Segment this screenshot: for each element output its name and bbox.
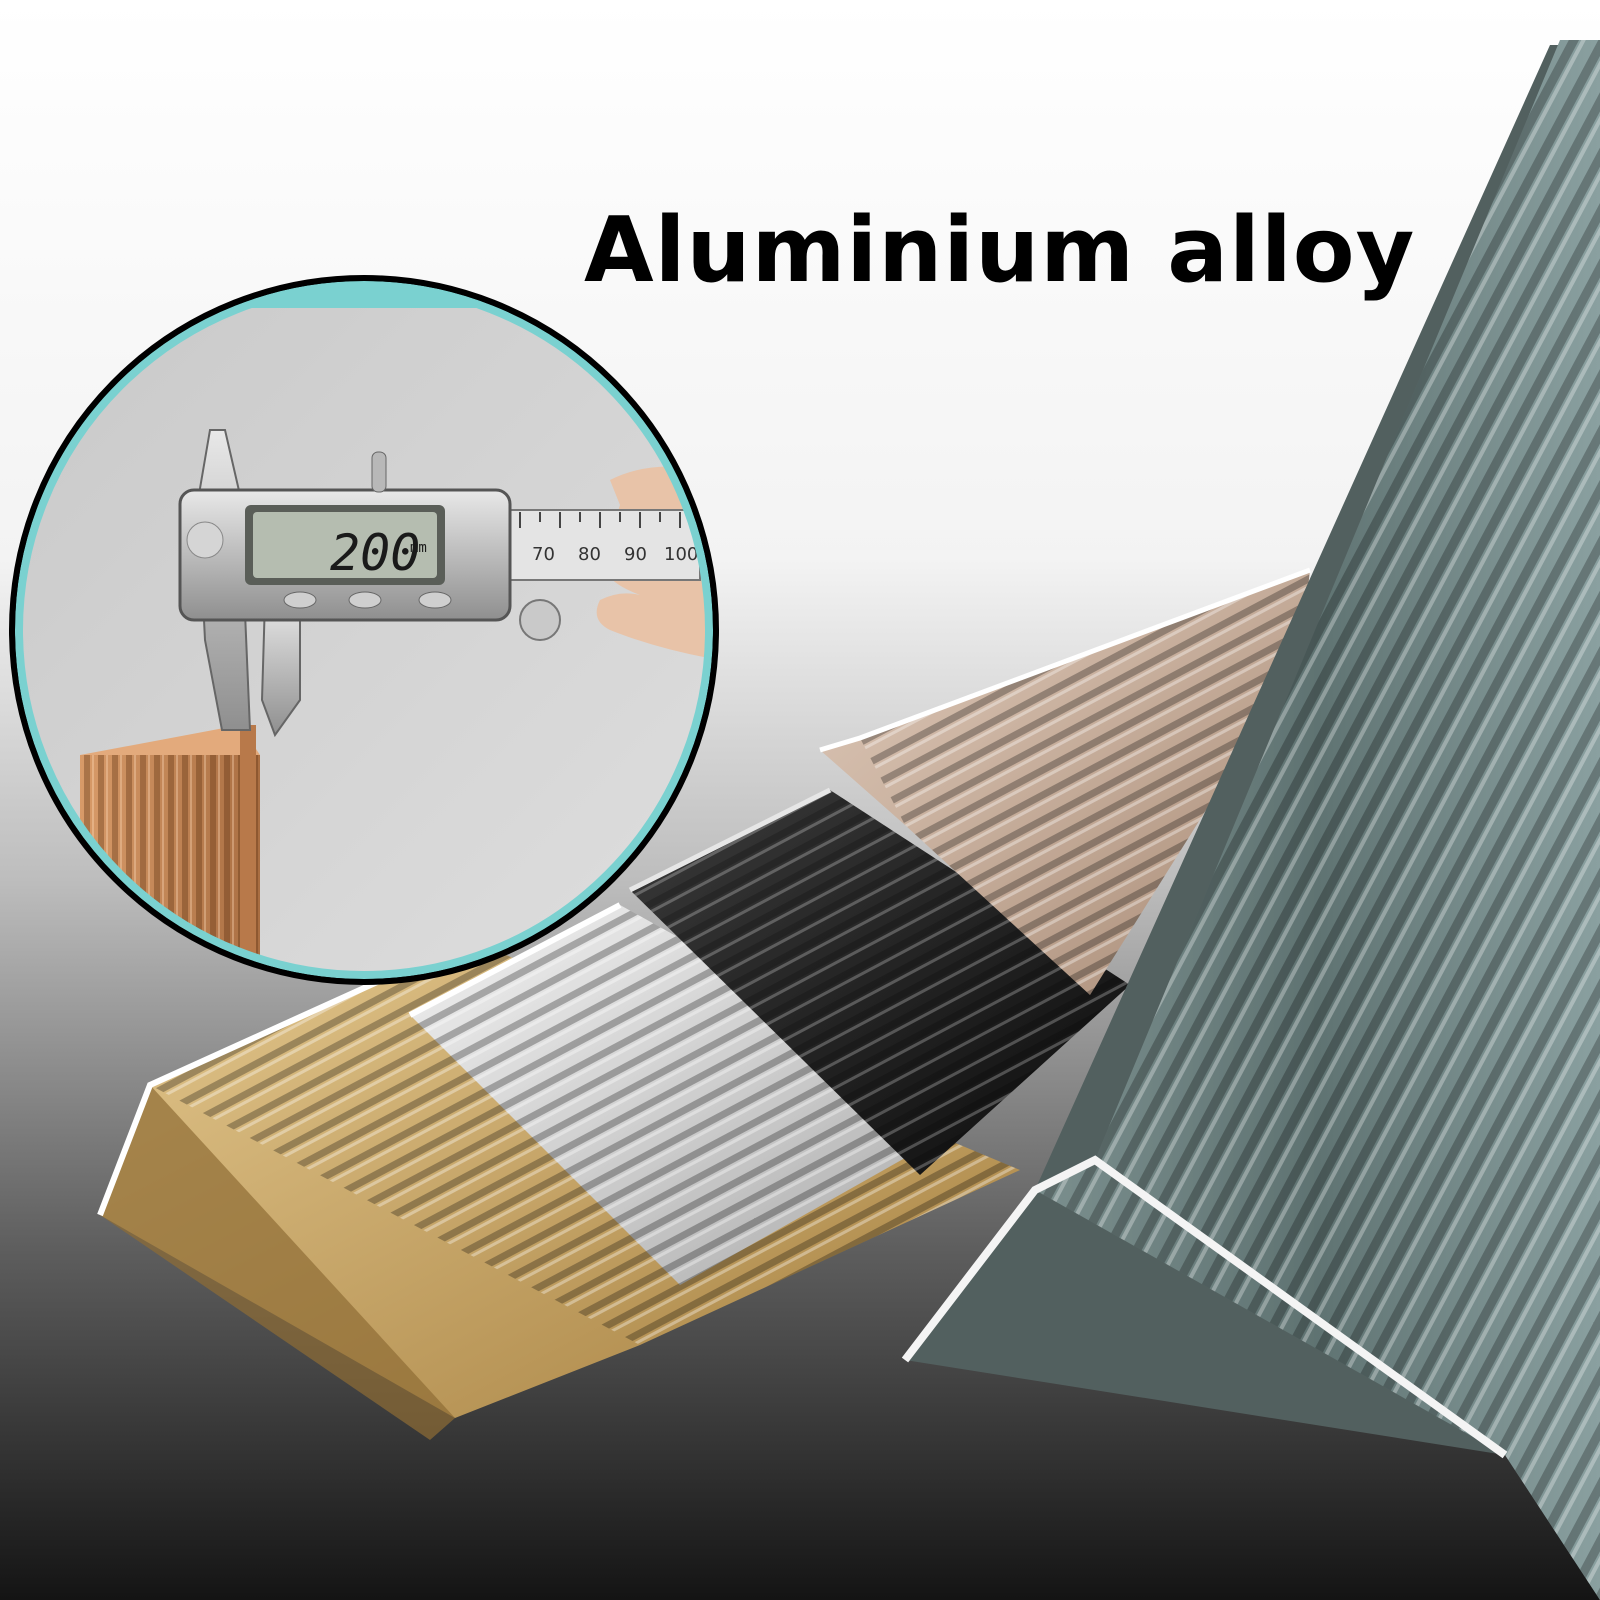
scale-label-80: 80 [578, 544, 601, 565]
caliper-lock-screw [371, 451, 387, 493]
caliper-button-3 [418, 591, 452, 609]
inset-teal-ring [15, 281, 713, 979]
scale-label-70: 70 [532, 544, 555, 565]
caliper-button-2 [348, 591, 382, 609]
black-stair-nosing-profile [628, 787, 1130, 1175]
caliper-thumb-wheel [519, 599, 561, 641]
caliper-button-1 [283, 591, 317, 609]
headline: Aluminium alloy [584, 198, 1416, 303]
champagne-stair-nosing-profile [819, 567, 1311, 995]
digital-caliper: 70 80 90 100 200 mm [178, 429, 701, 738]
caliper-unit: mm [410, 540, 427, 556]
silver-stair-nosing-profile [408, 902, 990, 1285]
slate-green-stair-nosing-profile [901, 40, 1600, 1600]
caliper-logo-icon [186, 521, 224, 559]
scale-label-100: 100 [664, 544, 698, 565]
scale-label-90: 90 [624, 544, 647, 565]
caliper-reading: 200 [330, 524, 420, 582]
